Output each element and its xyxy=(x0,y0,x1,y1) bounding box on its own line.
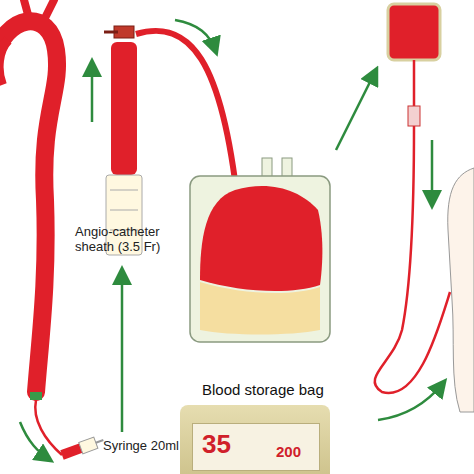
blood-vessel xyxy=(0,0,57,392)
bag-number: 35 xyxy=(202,429,231,460)
flow-arrows xyxy=(20,20,444,460)
catheter-sheath xyxy=(30,392,105,461)
syringe-symbol xyxy=(104,26,142,255)
transfusion-set xyxy=(375,4,474,412)
photo-box: Blood storage bag35200 xyxy=(180,405,330,474)
storage-bag-drawing xyxy=(190,158,330,342)
part-label: Angio-catheter sheath (3.5 Fr) xyxy=(75,224,171,254)
photo-heading: Blood storage bag xyxy=(202,381,324,398)
bag-number: 200 xyxy=(276,443,301,460)
